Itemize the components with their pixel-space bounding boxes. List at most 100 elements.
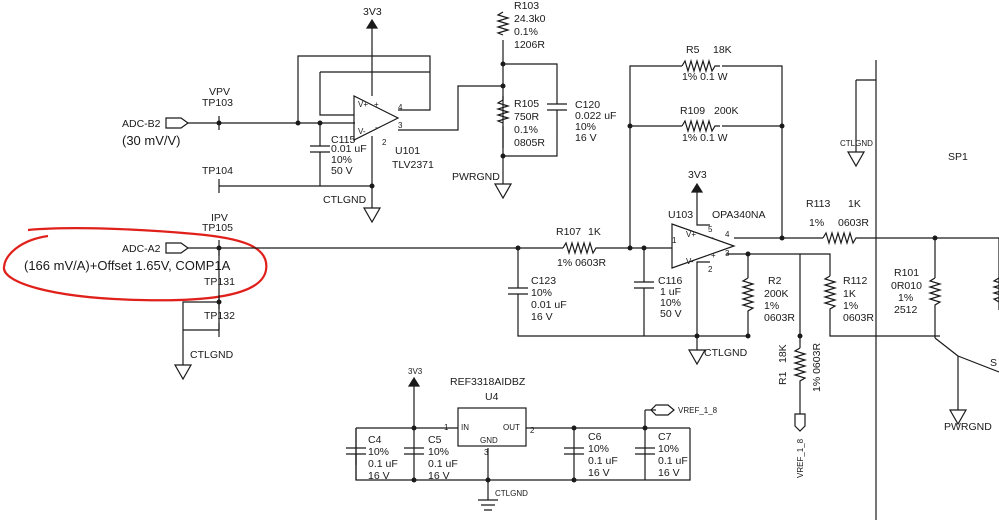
c5-body: [404, 447, 424, 455]
regulator-u4: REF3318AIDBZ U4 IN OUT GND 1 2 3: [444, 376, 535, 457]
ipv-label: IPV: [211, 212, 228, 224]
r113-ref: R113: [806, 198, 830, 210]
r2-body: [740, 277, 756, 316]
ctlgnd-tri-2: [846, 151, 866, 168]
c115-body: [310, 145, 330, 153]
c7-tol: 10%: [658, 443, 679, 455]
resistor-symbols: [495, 11, 999, 384]
r113-value: 1K: [848, 198, 861, 210]
pwrgnd-tri-2: [948, 409, 968, 426]
c7-ref: C7: [658, 431, 672, 443]
vref-label-2: VREF_1_8: [796, 438, 805, 478]
opamp-u101: V+ V- + - 4 3 2 U101 TLV2371: [353, 95, 434, 171]
c116-tol: 10%: [660, 297, 681, 309]
adc-b2-label: ADC-B2: [122, 118, 161, 130]
c123-value: 0.01 uF: [531, 299, 567, 311]
r101-value: 0R010: [891, 280, 922, 292]
r107-ref: R107: [556, 226, 581, 238]
vpv-label: VPV: [209, 86, 230, 98]
svg-text:+: +: [711, 251, 716, 260]
r1-spec: 1% 0603R: [811, 343, 823, 392]
svg-text:TLV2371: TLV2371: [392, 159, 434, 171]
c120-ref: C120: [575, 99, 600, 111]
c115-ref: C115: [331, 134, 355, 146]
ctlgnd-bars: [478, 499, 498, 511]
r105-body: [495, 99, 511, 124]
svg-text:1: 1: [672, 236, 677, 245]
r109-body: [681, 118, 720, 134]
r112-body: [822, 275, 838, 314]
c120-tol: 10%: [575, 121, 596, 133]
r103-ref: R103: [514, 0, 539, 12]
ctlgnd-label-4: CTLGND: [704, 347, 748, 359]
svg-text:IN: IN: [461, 423, 469, 432]
ctlgnd-label-5: CTLGND: [495, 489, 528, 498]
svg-text:V-: V-: [358, 127, 366, 136]
c7-volt: 16 V: [658, 467, 680, 479]
c4-tol: 10%: [368, 446, 389, 458]
ipv-scale-note: (166 mV/A)+Offset 1.65V, COMP1A: [24, 258, 231, 273]
c5-tol: 10%: [428, 446, 449, 458]
c6-ref: C6: [588, 431, 602, 443]
c123-body: [508, 287, 528, 295]
ctlgnd-label-3: CTLGND: [190, 349, 234, 361]
r5-body: [681, 58, 720, 74]
svg-text:V+: V+: [686, 230, 696, 239]
vpv-scale-note: (30 mV/V): [122, 133, 181, 148]
v33-label-u103: 3V3: [688, 169, 707, 181]
c116-value: 1 uF: [660, 286, 681, 298]
r113-pkg: 0603R: [838, 217, 869, 229]
r112-ref: R112: [843, 275, 867, 287]
r109-spec: 1% 0.1 W: [682, 132, 728, 144]
c6-value: 0.1 uF: [588, 455, 618, 467]
svg-text:3: 3: [398, 121, 403, 130]
tp104-label: TP104: [202, 165, 233, 177]
wires: [182, 40, 999, 520]
r112-tol: 1%: [843, 300, 858, 312]
r105-pkg: 0805R: [514, 137, 545, 149]
svg-text:U4: U4: [485, 391, 499, 403]
ctlgnd-tri-1: [362, 207, 382, 224]
svg-text:-: -: [375, 123, 378, 132]
tp105-label: TP105: [202, 222, 233, 234]
svg-text:+: +: [374, 100, 379, 109]
r1-body: [792, 347, 808, 384]
junctions: [216, 61, 938, 483]
adc-a2-label: ADC-A2: [122, 243, 161, 255]
r107-body: [562, 240, 604, 256]
r112-pkg: 0603R: [843, 312, 874, 324]
vref-port: [650, 404, 675, 416]
r2-pkg: 0603R: [764, 312, 795, 324]
r101-body: [927, 277, 943, 308]
pwrgnd-label-2: PWRGND: [944, 421, 992, 433]
svg-text:1: 1: [444, 423, 449, 432]
r109-ref: R109: [680, 105, 705, 117]
tp131-label: TP131: [204, 276, 235, 288]
svg-text:V-: V-: [686, 257, 694, 266]
svg-text:4: 4: [398, 103, 403, 112]
svg-text:-: -: [711, 233, 714, 242]
c115-value: 0.01 uF: [331, 143, 367, 155]
sp1-right-resistor: [991, 277, 999, 303]
r105-ref: R105: [514, 98, 539, 110]
c120-value: 0.022 uF: [575, 110, 616, 122]
svg-text:2: 2: [382, 138, 387, 147]
r1-ref: R1: [777, 371, 789, 385]
c6-tol: 10%: [588, 443, 609, 455]
c5-value: 0.1 uF: [428, 458, 458, 470]
r2-ref: R2: [768, 275, 782, 287]
r112-value: 1K: [843, 288, 856, 300]
svg-text:5: 5: [708, 225, 713, 234]
r5-value: 18K: [713, 44, 732, 56]
c4-volt: 16 V: [368, 470, 390, 482]
r101-pkg: 2512: [894, 304, 918, 316]
svg-text:3: 3: [484, 448, 489, 457]
v33-label-u4: 3V3: [408, 367, 423, 376]
svg-text:OPA340NA: OPA340NA: [712, 209, 766, 221]
v33-arrow-u4: [407, 376, 421, 387]
vref-label: VREF_1_8: [678, 406, 718, 415]
r103-body: [495, 11, 511, 36]
c123-ref: C123: [531, 275, 556, 287]
r105-tol: 0.1%: [514, 124, 538, 136]
